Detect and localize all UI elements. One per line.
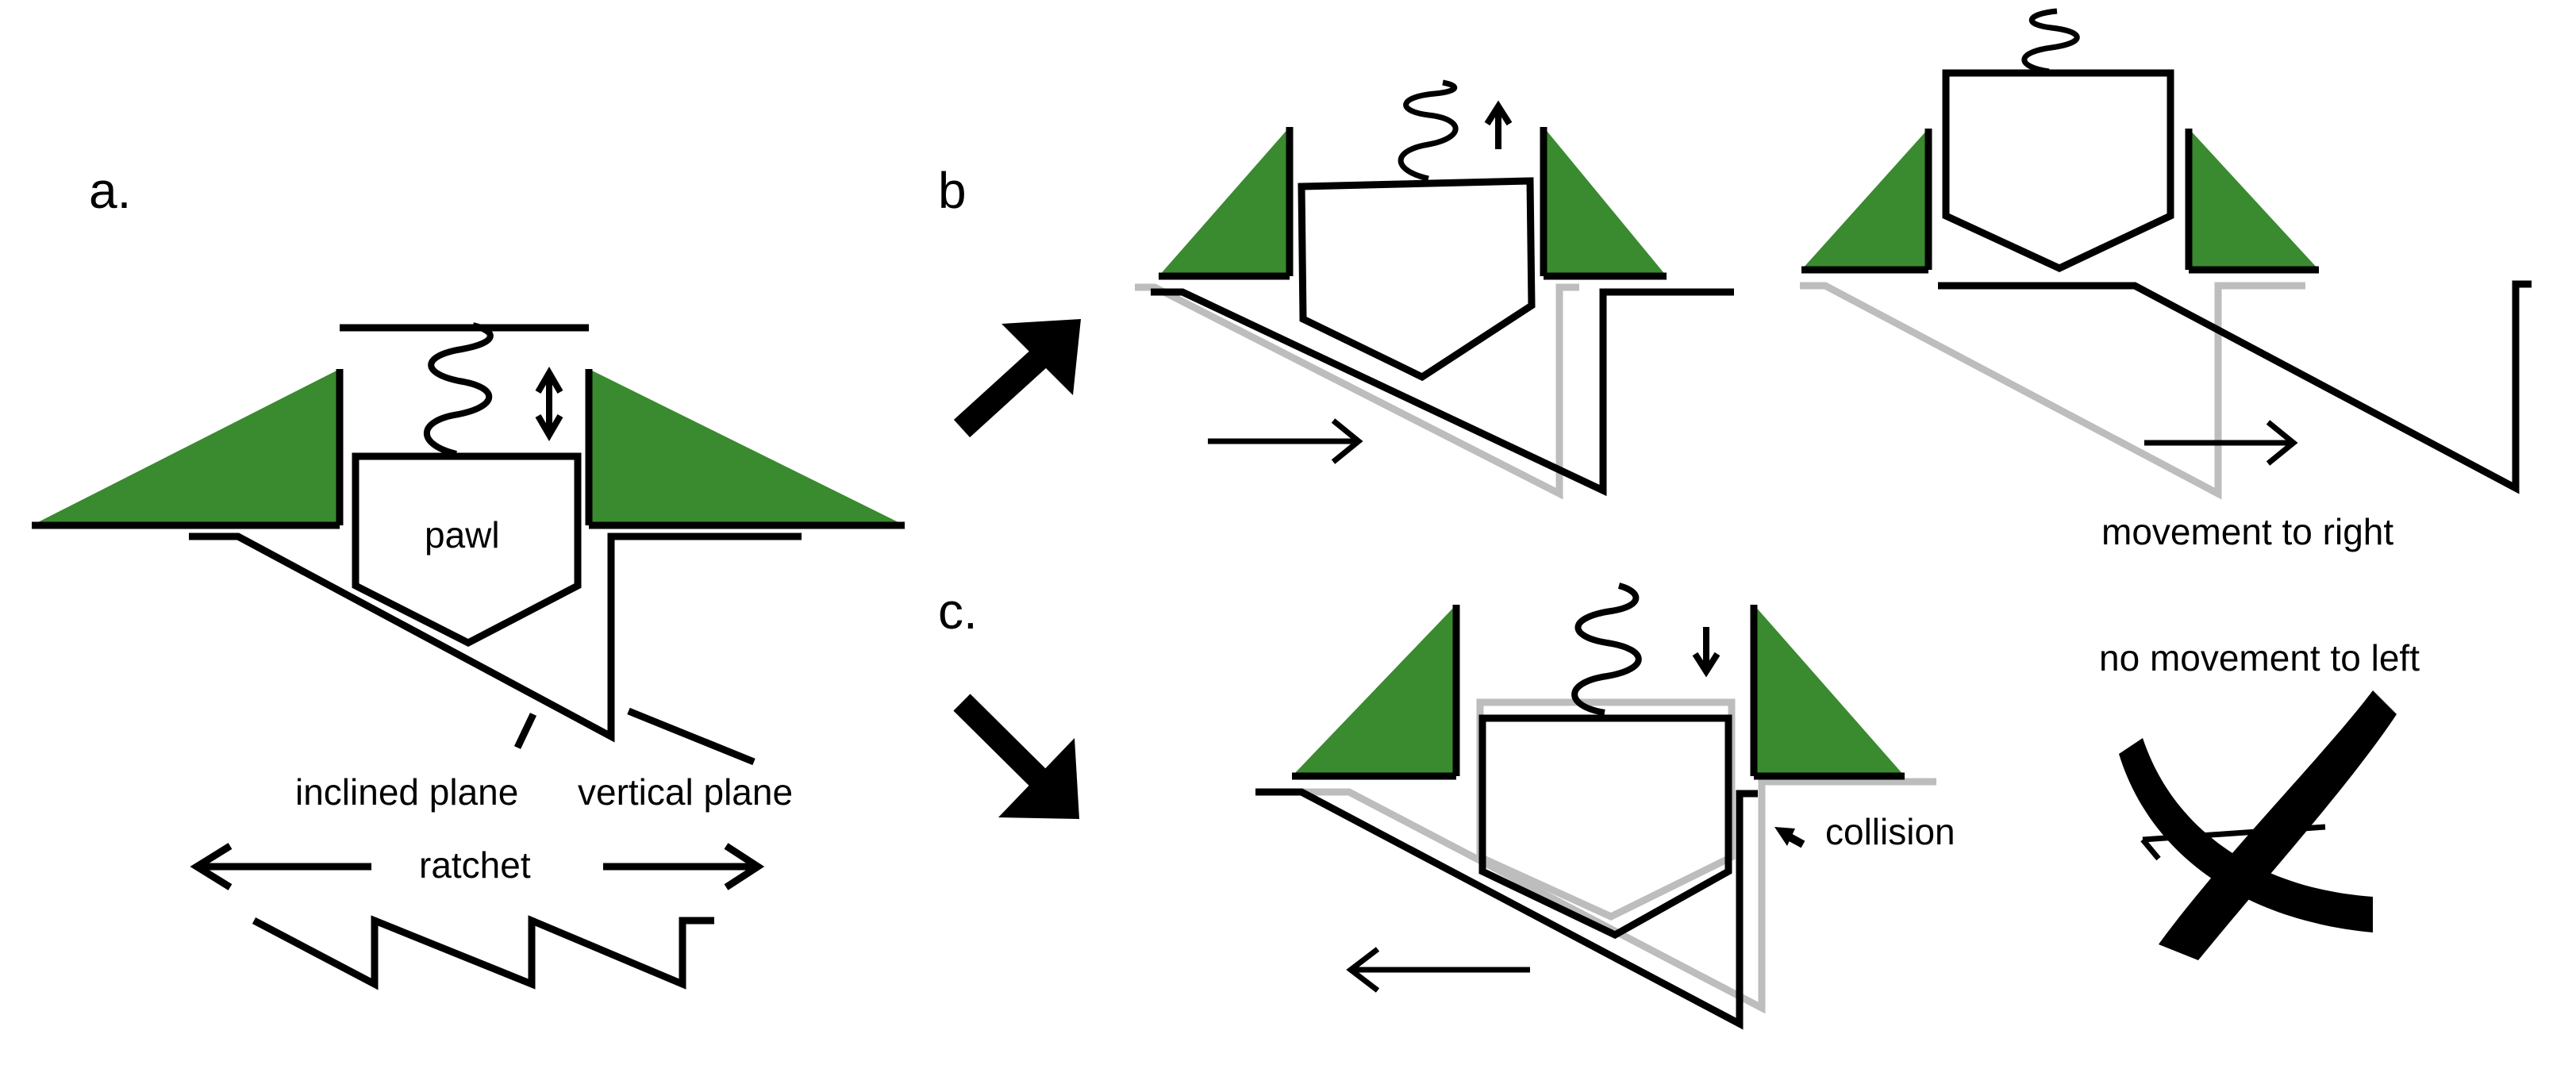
spring xyxy=(423,322,494,457)
collision-label: collision xyxy=(1825,811,1955,852)
b2-right-arrow-icon xyxy=(2144,420,2298,466)
b2-pawl xyxy=(1942,69,2174,272)
b1-pawl xyxy=(1298,177,1536,382)
cross-mark-icon xyxy=(2119,690,2397,960)
collision-pointer-icon xyxy=(1774,827,1805,848)
b1-left-wedge xyxy=(1159,127,1290,276)
c-left-arrow-icon xyxy=(1346,947,1530,993)
c-spring xyxy=(1571,582,1642,716)
vertical-plane-label: vertical plane xyxy=(578,771,793,813)
panel-label-a: a. xyxy=(89,162,131,219)
up-down-arrow-icon xyxy=(535,367,563,441)
arrow-to-c-icon xyxy=(953,694,1079,819)
inclined-plane-pointer xyxy=(513,713,537,749)
c-right-wedge xyxy=(1754,605,1905,776)
b1-pawl-lifting xyxy=(1135,79,1734,500)
no-movement-left-label: no movement to left xyxy=(2099,637,2420,679)
pawl xyxy=(352,452,582,648)
ratchet-next-slope xyxy=(627,707,755,766)
down-arrow-icon xyxy=(1692,627,1721,678)
panel-c: c. xyxy=(938,582,2420,1030)
panel-label-b: b xyxy=(938,162,967,219)
ratchet-sawtooth xyxy=(252,915,714,990)
b2-spring xyxy=(2021,8,2080,75)
b1-spring xyxy=(1398,79,1459,182)
panel-b: b xyxy=(938,8,2532,552)
b1-right-wedge xyxy=(1544,127,1667,276)
pawl-label: pawl xyxy=(425,514,500,556)
b2-left-wedge xyxy=(1801,129,1928,270)
c-left-wedge xyxy=(1292,605,1456,776)
ratchet-tooth xyxy=(189,532,802,743)
up-arrow-icon xyxy=(1484,100,1513,149)
c-pawl xyxy=(1478,714,1732,940)
right-guide-wedge xyxy=(589,369,905,525)
b2-right-wedge xyxy=(2189,129,2319,270)
arrow-to-b-icon xyxy=(953,319,1081,438)
b2-pawl-passed: movement to right xyxy=(1800,8,2532,552)
double-arrow-icon xyxy=(190,843,765,890)
inclined-plane-label: inclined plane xyxy=(295,771,518,813)
b1-right-arrow-icon xyxy=(1208,418,1363,464)
panel-label-c: c. xyxy=(938,582,978,640)
panel-a: a. pawl xyxy=(32,162,905,990)
left-guide-wedge xyxy=(32,369,340,525)
ratchet-label: ratchet xyxy=(419,844,531,886)
movement-right-label: movement to right xyxy=(2101,511,2393,552)
